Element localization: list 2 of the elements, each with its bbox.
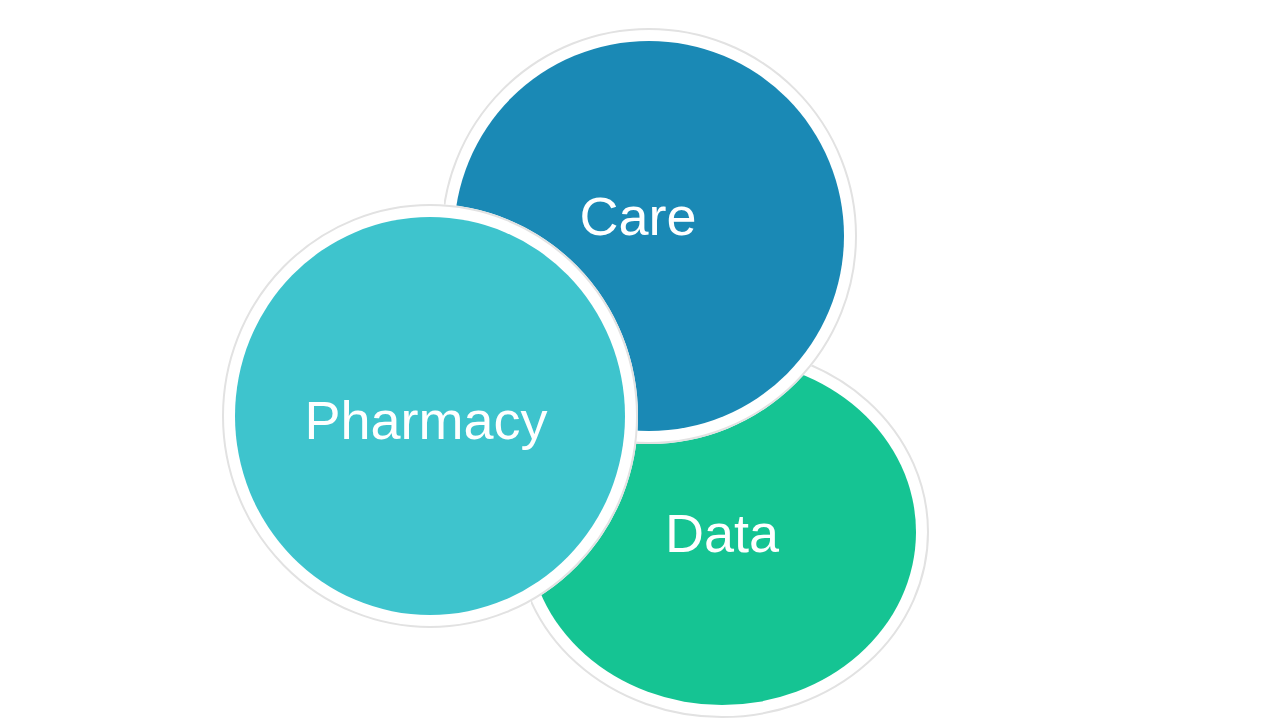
circle-label: Care (579, 189, 697, 243)
circle-label: Data (664, 506, 780, 560)
